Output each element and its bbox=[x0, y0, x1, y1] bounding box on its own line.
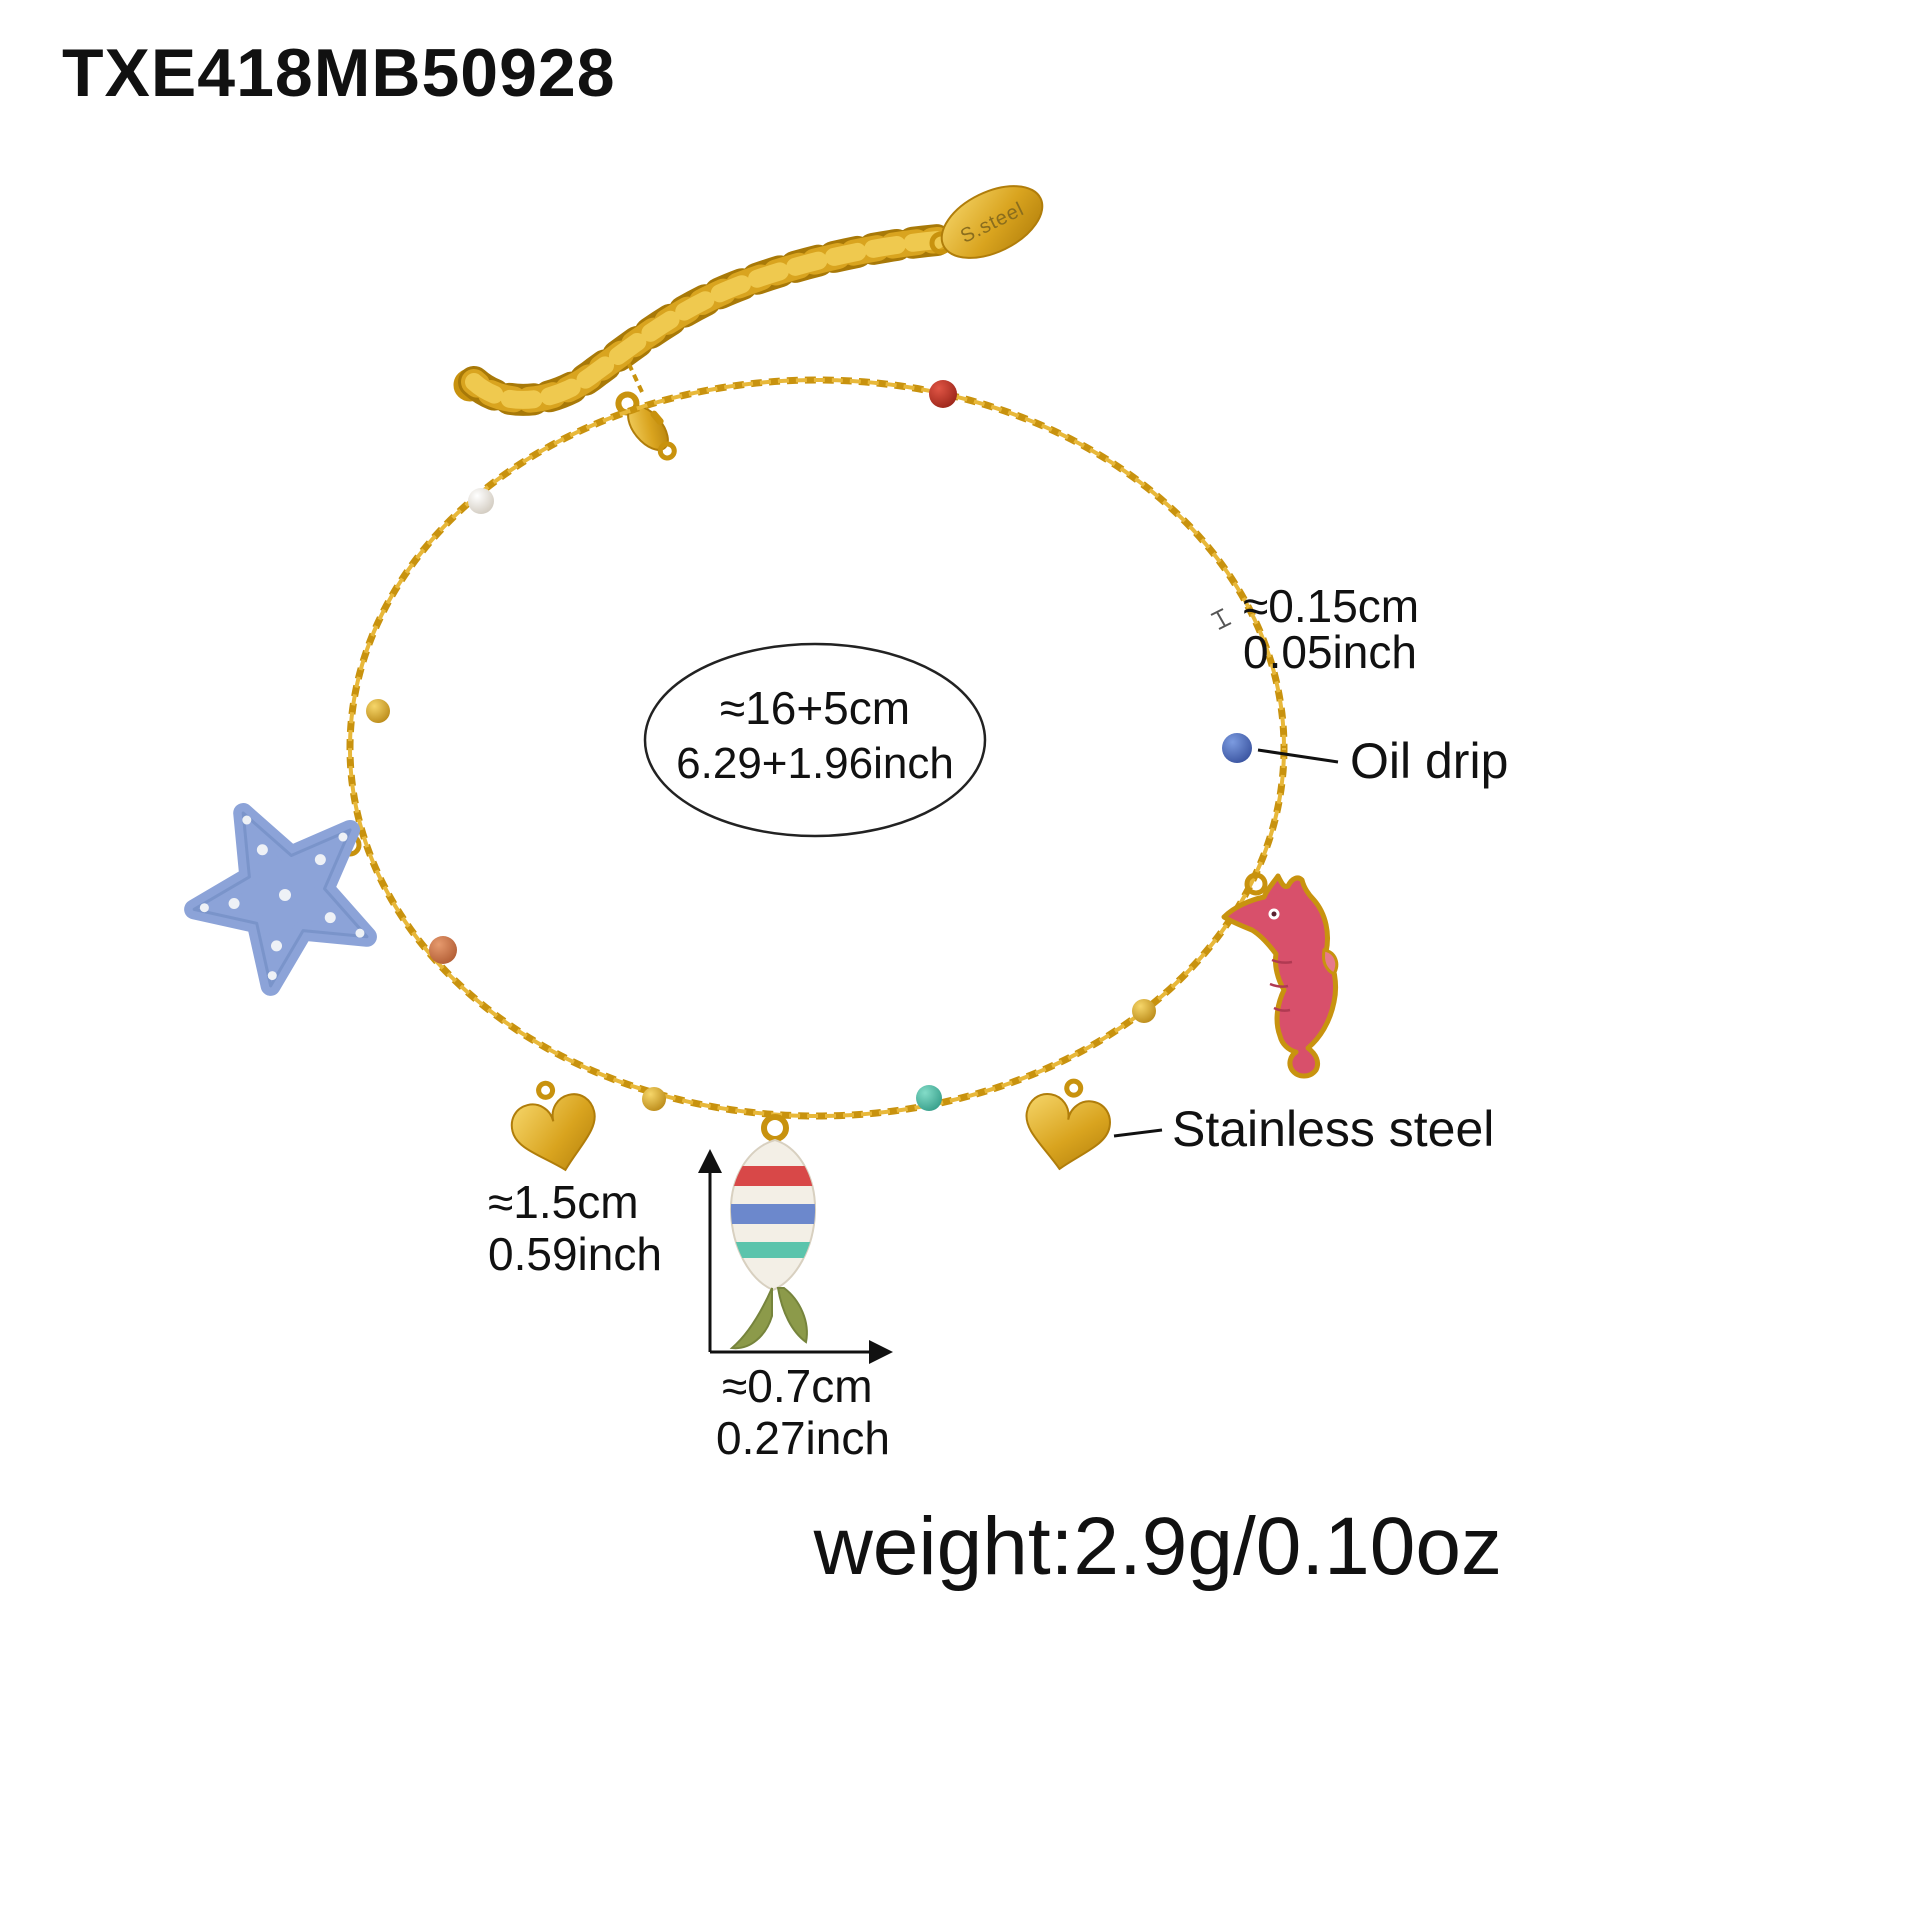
stainless-steel-label: Stainless steel bbox=[1172, 1101, 1494, 1157]
chain-thickness-annotation: ≈0.15cm 0.05inch bbox=[1210, 580, 1419, 678]
size-metric: ≈16+5cm bbox=[720, 682, 910, 734]
size-annotation: ≈16+5cm 6.29+1.96inch bbox=[643, 642, 987, 838]
seahorse-jump-ring bbox=[1244, 872, 1268, 896]
fish-measurement: ≈1.5cm 0.59inch ≈0.7cm 0.27inch bbox=[488, 1149, 893, 1464]
oil-drip-label: Oil drip bbox=[1350, 733, 1508, 789]
fish-stripes bbox=[730, 1166, 816, 1258]
fish-bail-ring bbox=[761, 1114, 789, 1142]
oil-drip-bead bbox=[1222, 733, 1252, 763]
fish-tail-left bbox=[729, 1287, 773, 1350]
size-imperial: 6.29+1.96inch bbox=[676, 739, 954, 788]
gold-bead-left bbox=[366, 699, 390, 723]
fish-pendant bbox=[729, 1114, 817, 1350]
product-sku: TXE418MB50928 bbox=[62, 35, 616, 111]
gold-bead-bottom bbox=[642, 1087, 666, 1111]
seahorse-charm bbox=[1221, 872, 1339, 1079]
stainless-steel-annotation: Stainless steel bbox=[1113, 1101, 1494, 1157]
heart-charm-left bbox=[510, 1080, 596, 1172]
starfish-dots bbox=[199, 815, 365, 981]
seahorse-fin bbox=[1322, 948, 1339, 976]
starfish-charm bbox=[184, 803, 377, 996]
fish-width-metric: ≈0.7cm bbox=[722, 1360, 873, 1412]
heart-charm-right bbox=[1025, 1078, 1111, 1171]
size-ellipse bbox=[643, 642, 987, 838]
thickness-imperial: 0.05inch bbox=[1243, 626, 1417, 678]
main-chain bbox=[346, 376, 1288, 1120]
white-bead bbox=[468, 488, 494, 514]
seahorse-ridges bbox=[1269, 958, 1293, 1012]
fish-height-metric: ≈1.5cm bbox=[488, 1176, 639, 1228]
chain-beads bbox=[366, 380, 1252, 1111]
weight-label: weight:2.9g/0.10oz bbox=[813, 1501, 1502, 1592]
oil-drip-annotation: Oil drip bbox=[1257, 733, 1508, 789]
gold-bead-right bbox=[1132, 999, 1156, 1023]
stainless-leader-line bbox=[1113, 1128, 1163, 1138]
teal-bead bbox=[916, 1085, 942, 1111]
red-bead bbox=[929, 380, 957, 408]
oil-drip-leader-line bbox=[1257, 748, 1339, 764]
steel-tag: S.steel bbox=[929, 185, 1044, 259]
thickness-tick-marks bbox=[1210, 608, 1232, 630]
fish-tail-right bbox=[776, 1287, 808, 1344]
thickness-metric: ≈0.15cm bbox=[1243, 580, 1419, 632]
fish-width-imperial: 0.27inch bbox=[716, 1412, 890, 1464]
orange-bead bbox=[429, 936, 457, 964]
fish-height-imperial: 0.59inch bbox=[488, 1228, 662, 1280]
extension-chain bbox=[453, 224, 954, 416]
